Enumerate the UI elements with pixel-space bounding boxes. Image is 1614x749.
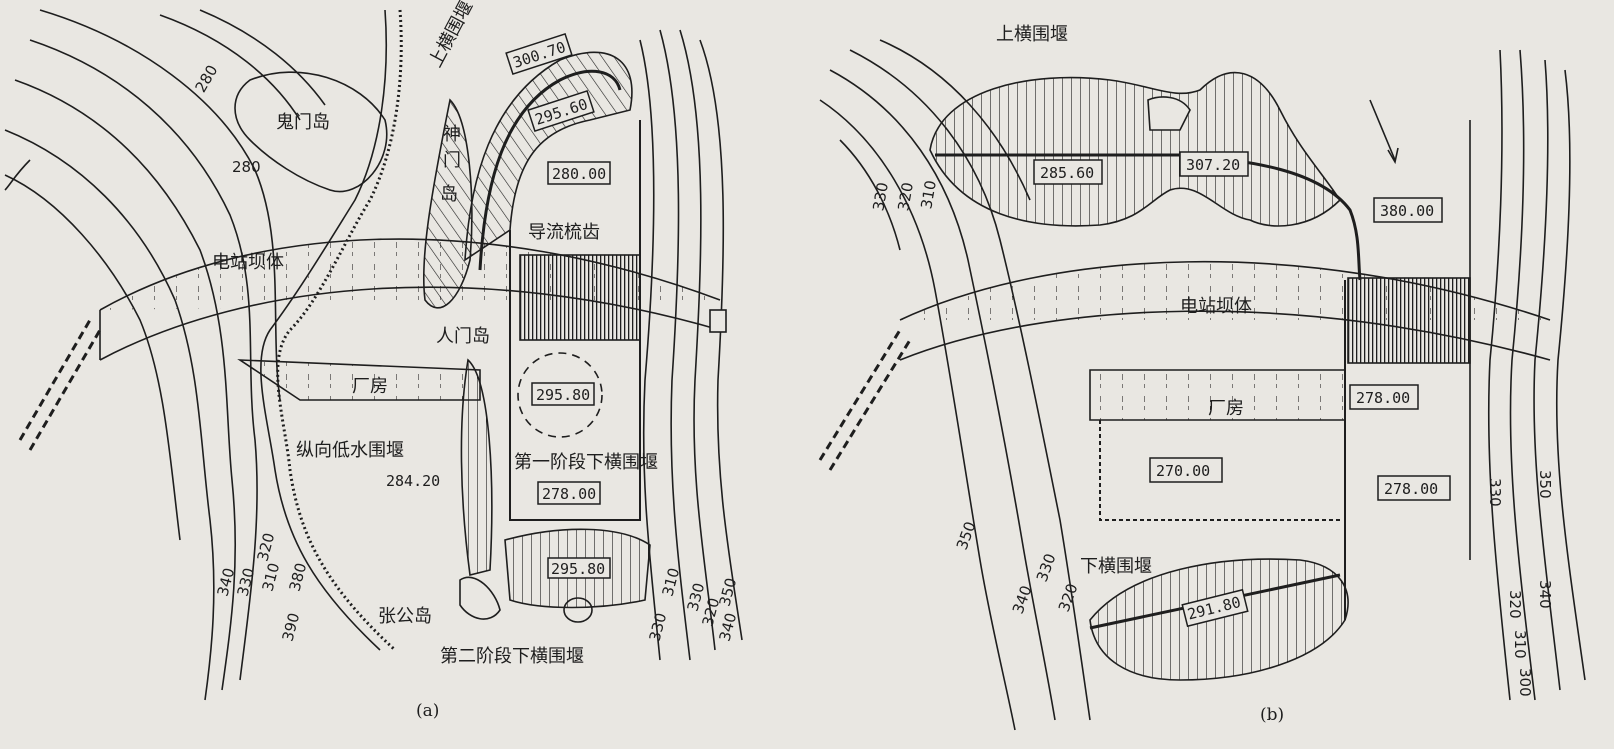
zhanggong-island-outline: [459, 576, 501, 620]
panel-b-contours-right: [1487, 49, 1586, 701]
flow-arrow: [1369, 99, 1396, 161]
contour-280-b: 280: [232, 158, 261, 176]
svg-text:280.00: 280.00: [552, 165, 606, 183]
elev-270-00: 270.00: [1149, 457, 1223, 483]
contour-330-b: 330: [869, 181, 892, 212]
label-dam-body-b: 电站坝体: [1180, 296, 1252, 317]
label-zhanggong-island: 张公岛: [378, 606, 432, 627]
contour-330-right-b: 330: [1486, 478, 1504, 507]
elev-278-00-right-b: 278.00: [1377, 475, 1451, 501]
svg-text:285.60: 285.60: [1040, 164, 1094, 182]
label-shenmen-2: 门: [443, 150, 461, 171]
elev-278-00-top-b: 278.00: [1349, 384, 1419, 410]
contour-340-right-b: 340: [1536, 580, 1554, 609]
contour-320-right-b: 320: [1506, 590, 1524, 619]
elev-284-20: 284.20: [386, 472, 440, 490]
label-powerhouse-b: 厂房: [1208, 398, 1244, 419]
panel-a-contours-right: [639, 29, 743, 661]
svg-text:284.20: 284.20: [386, 472, 440, 490]
label-powerhouse-a: 厂房: [352, 376, 388, 397]
caption-b: (b): [1260, 705, 1284, 725]
svg-text:278.00: 278.00: [1384, 480, 1438, 498]
contour-300-right-b: 300: [1516, 668, 1534, 697]
contour-310-b: 310: [917, 179, 940, 210]
label-dam-body-a: 电站坝体: [212, 252, 284, 273]
foundation-pit-boundary-b: [1099, 420, 1340, 521]
elev-295-80-top: 295.80: [531, 382, 595, 406]
panel-a-contours-left: [4, 9, 326, 701]
elev-285-60: 285.60: [1033, 159, 1103, 185]
contour-350-right-b: 350: [1536, 470, 1554, 499]
diversion-comb-b: [1347, 277, 1471, 364]
elev-295-80-bottom: 295.80: [547, 557, 611, 579]
elev-307-20: 307.20: [1179, 151, 1249, 177]
diversion-comb-a: [519, 254, 641, 341]
svg-text:307.20: 307.20: [1186, 156, 1240, 174]
label-shenmen-3: 岛: [440, 184, 458, 205]
label-upper-cofferdam-b: 上横围堰: [996, 24, 1068, 45]
longitudinal-cofferdam-a: [460, 358, 493, 576]
panel-b: [818, 39, 1586, 731]
label-lower-cofferdam-b: 下横围堰: [1080, 556, 1152, 577]
svg-text:278.00: 278.00: [1356, 389, 1410, 407]
caption-a: (a): [416, 701, 439, 721]
stage1-lower-cofferdam-outline: [517, 352, 603, 438]
label-longitudinal-cofferdam: 纵向低水围堰: [296, 440, 404, 461]
river-bank-dotted: [276, 9, 403, 652]
svg-text:295.80: 295.80: [536, 386, 590, 404]
svg-text:295.80: 295.80: [551, 560, 605, 578]
label-stage2-lower-cofferdam: 第二阶段下横围堰: [440, 646, 584, 667]
panel-b-labels: 上横围堰 电站坝体 厂房 下横围堰 285.60 307.20 380.00 2…: [869, 24, 1554, 725]
lower-cofferdam-b: [1089, 558, 1349, 681]
svg-text:380.00: 380.00: [1380, 202, 1434, 220]
elev-278-00-a: 278.00: [537, 481, 601, 505]
svg-text:278.00: 278.00: [542, 485, 596, 503]
elev-280-00: 280.00: [547, 161, 611, 185]
shenmen-island-outline: [422, 98, 473, 309]
label-shenmen-1: 神: [443, 124, 461, 145]
elev-380-00: 380.00: [1373, 197, 1443, 223]
contour-310-right-b: 310: [1511, 630, 1529, 659]
label-guimen-island: 鬼门岛: [276, 112, 330, 133]
label-renmen-island: 人门岛: [436, 326, 490, 347]
river-bank-line: [260, 9, 388, 651]
label-stage1-lower-cofferdam: 第一阶段下横围堰: [514, 452, 658, 473]
guimen-island-outline: [234, 71, 388, 193]
stage2-ring: [563, 597, 593, 623]
panel-a: [4, 9, 743, 701]
svg-text:270.00: 270.00: [1156, 462, 1210, 480]
label-diversion-comb: 导流梳齿: [528, 222, 600, 243]
contour-320-b: 320: [894, 181, 917, 212]
